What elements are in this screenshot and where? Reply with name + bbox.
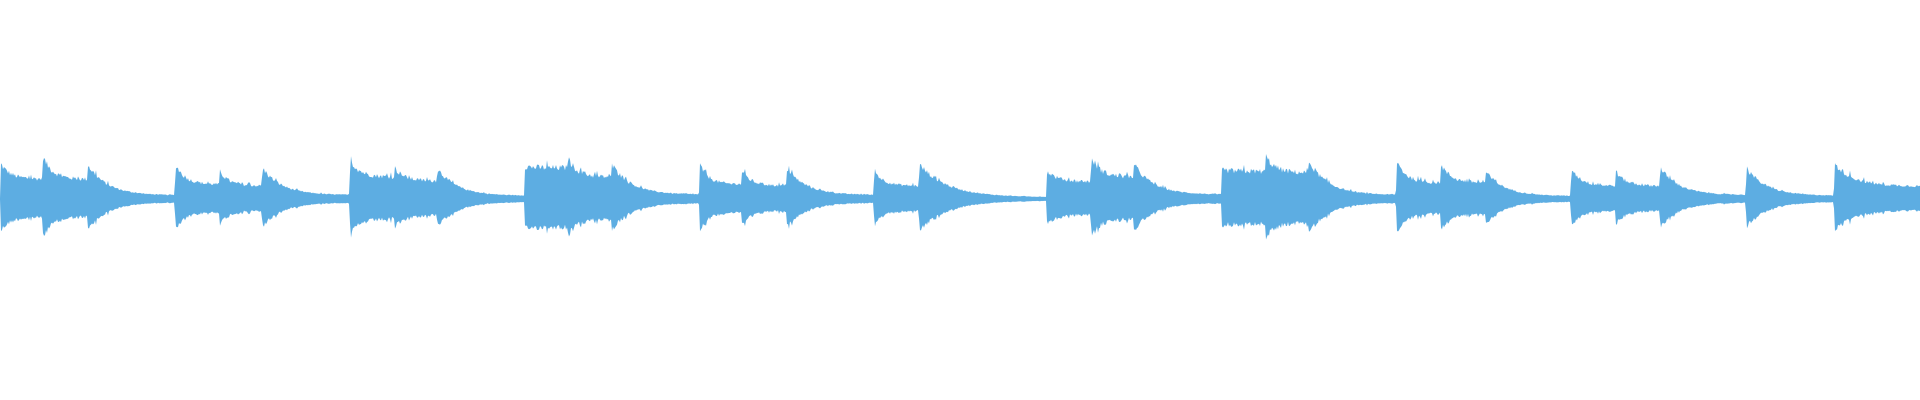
waveform-path xyxy=(0,154,1920,240)
